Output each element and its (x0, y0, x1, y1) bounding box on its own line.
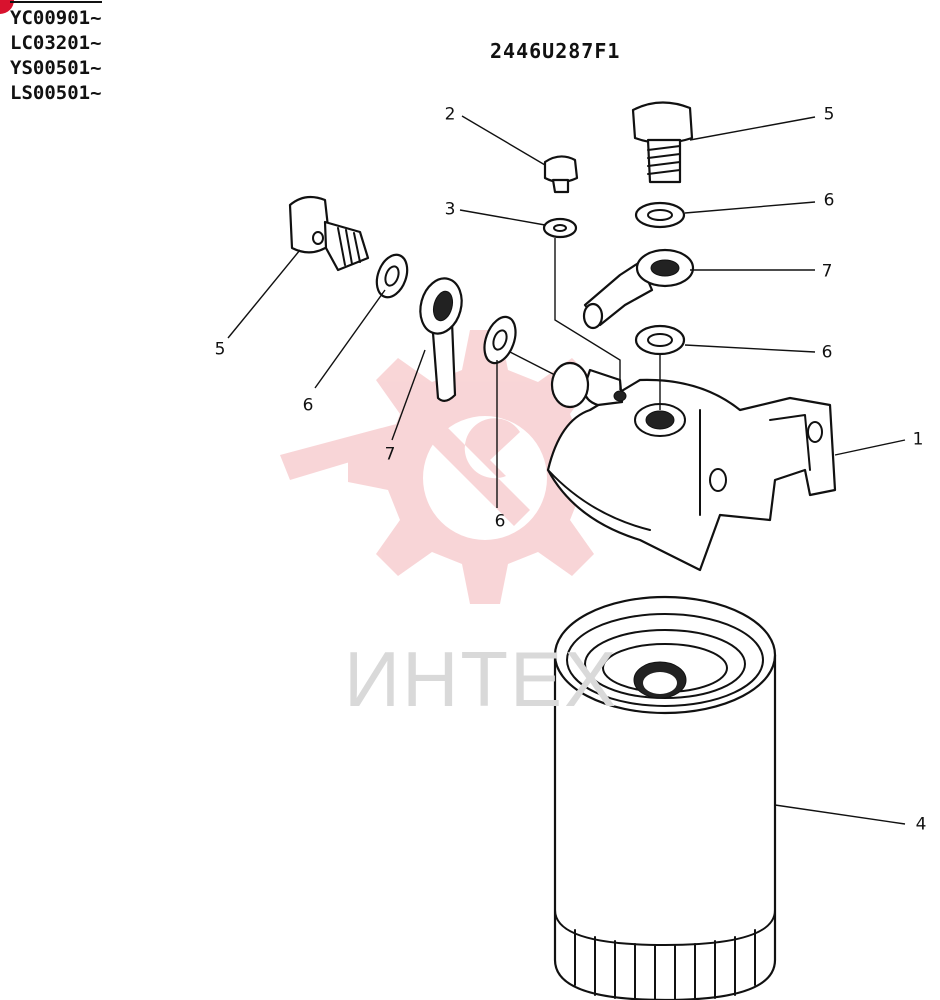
callout-6-right-bottom: 6 (821, 342, 833, 363)
serial-range: YC00901~ (10, 7, 102, 29)
callout-4: 4 (915, 814, 927, 835)
plug-bolt (543, 155, 579, 194)
leader-lines (227, 115, 906, 825)
serial-number-list: YC00901~ LC03201~ YS00501~ LS00501~ (10, 1, 102, 106)
callout-7-left: 7 (384, 444, 396, 465)
callout-5-left: 5 (214, 339, 226, 360)
callout-1: 1 (912, 429, 924, 450)
washer-right-top (634, 201, 686, 229)
serial-range: LC03201~ (10, 32, 102, 54)
washer-left-1 (375, 253, 409, 299)
eye-bolt-right (631, 101, 694, 184)
eye-bolt-left (288, 195, 370, 272)
callout-6-left-1: 6 (302, 395, 314, 416)
header-rule (10, 1, 102, 3)
washer-right-bottom (634, 324, 686, 356)
serial-range: YS00501~ (10, 57, 102, 79)
watermark-gear-logo (280, 330, 622, 604)
serial-range: LS00501~ (10, 82, 102, 104)
eye-fitting-right (582, 248, 695, 330)
filter-head (546, 361, 837, 572)
callout-3: 3 (444, 199, 456, 220)
eye-fitting-left (419, 277, 463, 402)
watermark-text: ИНТЕХ (344, 635, 619, 723)
corner-marker (0, 0, 14, 14)
callout-2: 2 (444, 104, 456, 125)
filter-cartridge (553, 595, 777, 1000)
callout-5-right: 5 (823, 104, 835, 125)
washer-left-2 (483, 315, 517, 365)
callout-7-right: 7 (821, 261, 833, 282)
callout-6-left-2: 6 (494, 511, 506, 532)
callout-6-right-top: 6 (823, 190, 835, 211)
drawing-number: 2446U287F1 (490, 39, 621, 63)
washer-small (542, 217, 578, 239)
